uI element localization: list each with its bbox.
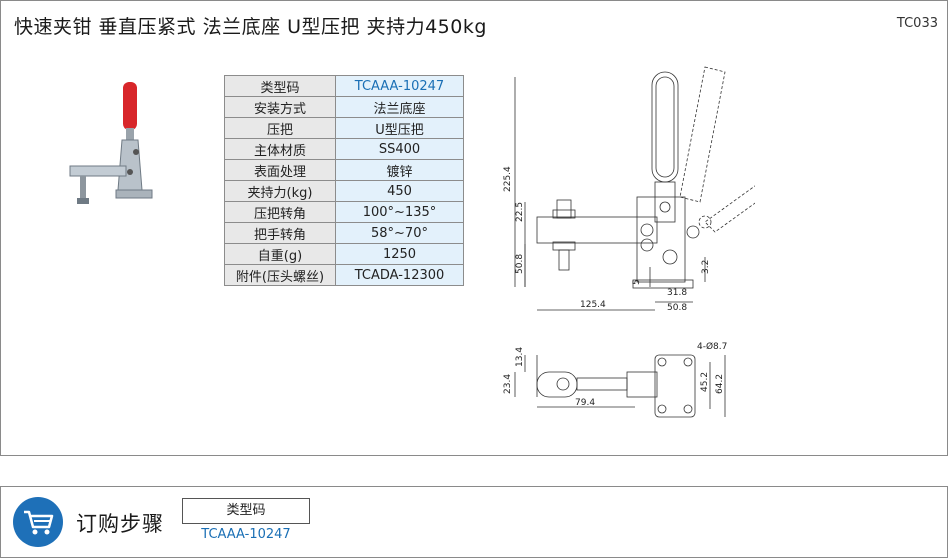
dim-50: 50.8 xyxy=(515,254,525,274)
spec-value: SS400 xyxy=(335,138,464,160)
spec-key: 安装方式 xyxy=(224,96,336,118)
spec-row: 自重(g)1250 xyxy=(224,243,464,265)
spec-value: 镀锌 xyxy=(335,159,464,181)
spec-row: 表面处理镀锌 xyxy=(224,159,464,181)
spec-key: 自重(g) xyxy=(224,243,336,265)
page-title: 快速夹钳 垂直压紧式 法兰底座 U型压把 夹持力450kg xyxy=(14,16,487,38)
order-type-value[interactable]: TCAAA-10247 xyxy=(201,527,291,542)
product-photo xyxy=(69,82,153,204)
spec-value: U型压把 xyxy=(335,117,464,139)
product-code: TC033 xyxy=(896,16,938,31)
dim-4: 4-Ø8.7 xyxy=(697,341,727,352)
dim-79: 79.4 xyxy=(575,398,595,408)
spec-key: 把手转角 xyxy=(224,222,336,244)
order-steps-heading: 订购步骤 xyxy=(76,512,164,536)
shopping-cart-icon xyxy=(13,497,63,547)
dim-22: 22.5 xyxy=(515,202,525,222)
spec-value: 法兰底座 xyxy=(335,96,464,118)
spec-value: TCADA-12300 xyxy=(335,264,464,286)
dim-13: 13.4 xyxy=(515,347,525,367)
order-type-label: 类型码 xyxy=(182,498,310,524)
spec-key: 压把 xyxy=(224,117,336,139)
dim-225: 225.4 xyxy=(503,166,513,192)
dim-31: 31.8 xyxy=(667,288,687,298)
spec-value: 450 xyxy=(335,180,464,202)
dim-45: 45.2 xyxy=(700,372,710,392)
spec-row: 夹持力(kg)450 xyxy=(224,180,464,202)
spec-key: 附件(压头螺丝) xyxy=(224,264,336,286)
spec-value: 58°~70° xyxy=(335,222,464,244)
spec-key: 类型码 xyxy=(224,75,336,97)
dim-64: 64.2 xyxy=(715,374,725,394)
spec-value[interactable]: TCAAA-10247 xyxy=(335,75,464,97)
dim-3: 3.2 xyxy=(701,260,711,274)
spec-key: 夹持力(kg) xyxy=(224,180,336,202)
spec-value: 100°~135° xyxy=(335,201,464,223)
dim-5: 5 xyxy=(632,279,642,285)
technical-drawing: 225.4 22.5 50.8 5 3.2 31.8 125.4 50.8 4-… xyxy=(503,66,755,418)
spec-key: 压把转角 xyxy=(224,201,336,223)
dim-23: 23.4 xyxy=(503,374,513,394)
spec-key: 表面处理 xyxy=(224,159,336,181)
spec-row: 安装方式法兰底座 xyxy=(224,96,464,118)
spec-key: 主体材质 xyxy=(224,138,336,160)
order-panel xyxy=(0,486,948,558)
spec-value: 1250 xyxy=(335,243,464,265)
product-panel xyxy=(0,0,948,456)
dim-50b: 50.8 xyxy=(667,303,687,313)
spec-row: 附件(压头螺丝)TCADA-12300 xyxy=(224,264,464,286)
dim-125: 125.4 xyxy=(580,300,606,310)
